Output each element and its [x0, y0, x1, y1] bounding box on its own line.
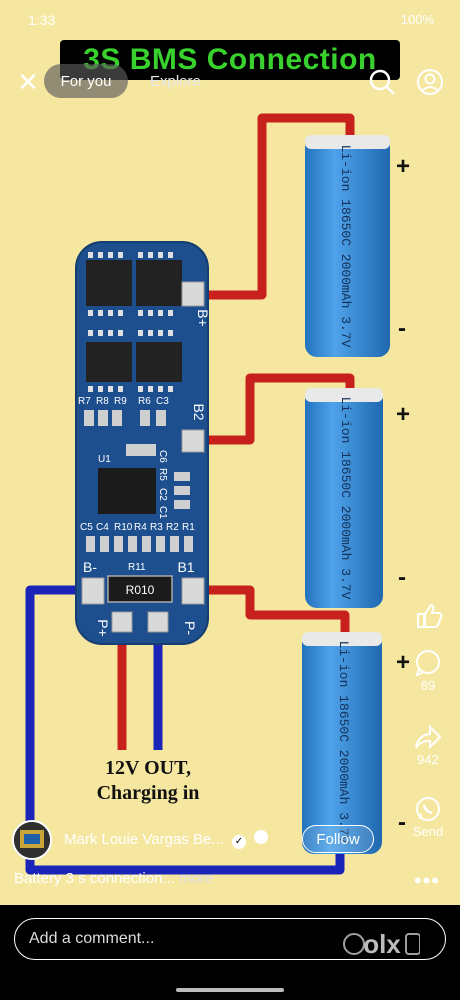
svg-text:olx: olx	[363, 929, 401, 959]
gesture-bar[interactable]	[176, 988, 284, 992]
terminal-b2: B2	[191, 403, 207, 420]
minus-mark: -	[398, 564, 406, 591]
terminal-p-minus: P-	[182, 621, 198, 635]
silk-r9: R9	[114, 396, 127, 407]
shunt-label: R010	[126, 583, 155, 597]
like-icon	[417, 603, 443, 628]
avatar[interactable]	[12, 820, 52, 860]
status-time: 1:33	[28, 12, 56, 28]
share-button[interactable]: 942	[408, 722, 448, 767]
bms-board: R010 B+ B2 B1 B- P+ P- R7 R8 R9 R6 C3 C6…	[75, 241, 211, 645]
terminal-p-plus: P+	[95, 619, 111, 637]
whatsapp-icon	[416, 797, 440, 821]
output-label-line1: 12V OUT,	[105, 757, 191, 779]
silk-c6: C6	[157, 450, 168, 463]
verified-icon: ✓	[231, 835, 246, 849]
battery-cell-1: Li-ion 18650C 2000mAh 3.7V	[305, 135, 390, 357]
silk-r11: R11	[128, 562, 146, 573]
plus-mark: +	[396, 401, 410, 428]
comment-placeholder: Add a comment...	[29, 930, 155, 947]
cell-label: Li-ion 18650C 2000mAh 3.7V	[338, 145, 353, 348]
share-count: 942	[417, 752, 439, 767]
comment-input[interactable]: Add a comment...	[14, 918, 446, 960]
terminal-b-plus: B+	[195, 309, 211, 327]
silk-r6: R6	[138, 396, 151, 407]
silk-r3: R3	[150, 522, 163, 533]
send-label: Send	[412, 824, 444, 839]
silk-c4: C4	[96, 522, 109, 533]
caption-text: Battery 3 s connection...	[14, 870, 175, 887]
plus-mark: +	[396, 153, 410, 180]
silk-r8: R8	[96, 396, 109, 407]
bms-diagram: R010 B+ B2 B1 B- P+ P- R7 R8 R9 R6 C3 C6…	[25, 113, 410, 875]
status-battery: 100%	[400, 12, 434, 27]
follow-button[interactable]: Follow	[302, 825, 374, 853]
terminal-b-minus: B-	[83, 559, 97, 575]
status-bar: 1:33 100%	[0, 0, 460, 40]
comment-button[interactable]: 89	[408, 648, 448, 693]
like-button[interactable]	[408, 600, 448, 630]
profile-icon[interactable]	[414, 66, 446, 98]
battery-cells: Li-ion 18650C 2000mAh 3.7V Li-ion 18650C…	[302, 135, 390, 854]
comment-icon	[415, 650, 440, 677]
cell-label: Li-ion 18650C 2000mAh 3.7V	[338, 397, 353, 600]
search-icon[interactable]	[366, 66, 398, 98]
battery-cell-3: Li-ion 18650C 2000mAh 3.7V	[302, 632, 382, 854]
more-icon[interactable]: •••	[413, 868, 440, 893]
output-label-line2: Charging in	[97, 782, 200, 804]
battery-cell-2: Li-ion 18650C 2000mAh 3.7V	[305, 388, 383, 608]
terminal-b1: B1	[177, 559, 194, 575]
silk-r1: R1	[182, 522, 195, 533]
silk-r4: R4	[134, 522, 147, 533]
minus-mark: -	[398, 809, 406, 836]
caption-more[interactable]: more	[174, 870, 214, 887]
plus-mark: +	[396, 649, 410, 676]
caption[interactable]: Battery 3 s connection... more	[14, 870, 213, 887]
minus-mark: -	[398, 315, 406, 342]
tab-explore[interactable]: Explore	[150, 73, 201, 90]
silk-r7: R7	[78, 396, 91, 407]
author-row: Mark Louie Vargas Be... ✓ Follow	[12, 820, 452, 860]
silk-c5: C5	[80, 522, 93, 533]
silk-r10: R10	[114, 522, 133, 533]
tab-for-you[interactable]: For you	[44, 64, 128, 98]
comment-count: 89	[420, 678, 436, 693]
silk-r5: R5	[157, 468, 168, 481]
wire-b-plus	[195, 113, 355, 300]
send-button[interactable]: Send	[408, 794, 448, 839]
silk-c2: C2	[157, 488, 168, 501]
cell-label: Li-ion 18650C 2000mAh 3.7V	[336, 641, 351, 844]
silk-r2: R2	[166, 522, 179, 533]
author-name-text: Mark Louie Vargas Be...	[64, 831, 224, 848]
share-icon	[415, 724, 442, 750]
globe-icon	[254, 830, 269, 844]
silk-c1: C1	[157, 506, 168, 519]
author-name[interactable]: Mark Louie Vargas Be... ✓	[64, 830, 269, 849]
silk-u1: U1	[98, 454, 111, 465]
video-frame[interactable]: R010 B+ B2 B1 B- P+ P- R7 R8 R9 R6 C3 C6…	[0, 0, 460, 905]
gif-icon[interactable]: olx	[340, 926, 421, 962]
silk-c3: C3	[156, 396, 169, 407]
close-icon[interactable]: ✕	[17, 67, 39, 97]
